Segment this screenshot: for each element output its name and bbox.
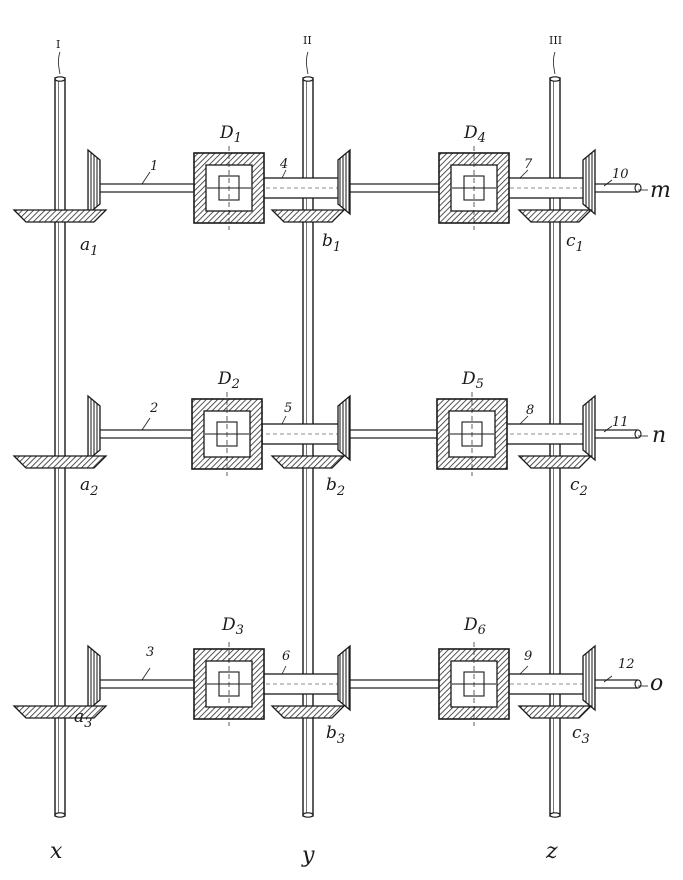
bevel-a-horizontal	[12, 209, 108, 223]
num-1: 1	[150, 159, 158, 174]
gear-rows	[12, 146, 648, 726]
shaft-bottom-end	[54, 812, 66, 818]
num-5: 5	[284, 401, 292, 416]
differential-left	[193, 642, 265, 726]
shaft-label-iii: III	[549, 34, 562, 47]
num-4: 4	[279, 157, 288, 172]
label-leader	[306, 51, 309, 75]
bevel-b-horizontal	[270, 209, 346, 223]
shaft-label-x: x	[50, 839, 63, 864]
leader-3	[519, 665, 529, 675]
gear-c1: c1	[566, 231, 584, 255]
shaft-bottom-end	[549, 812, 561, 818]
num-7: 7	[524, 157, 533, 172]
gear-c2: c2	[570, 475, 588, 499]
shaft-body	[54, 77, 66, 817]
bevel-c-horizontal	[517, 209, 593, 223]
shaft-top-end	[54, 76, 66, 82]
diff-d5: D5	[461, 369, 484, 392]
shaft-right-end	[634, 679, 642, 689]
leader-1	[141, 417, 151, 431]
leader-2	[281, 169, 287, 179]
end-o: o	[650, 671, 663, 696]
bevel-b-horizontal	[270, 455, 346, 469]
leader-1	[141, 171, 151, 185]
bevel-b-vertical	[337, 644, 351, 712]
bevel-a-vertical	[87, 644, 101, 712]
leader-2	[281, 415, 287, 425]
shaft-bottom-end	[302, 812, 314, 818]
leader-1	[141, 667, 151, 681]
differential-left	[193, 146, 265, 230]
bevel-b-vertical	[337, 394, 351, 462]
leader-4	[603, 425, 613, 433]
end-n: n	[652, 423, 666, 448]
differential-right	[436, 392, 508, 476]
shaft-right-end	[634, 183, 642, 193]
differential-right	[438, 642, 510, 726]
labels: I II III x y z D1 D4 a1 b1 c1 1 4 7 10 m…	[50, 34, 671, 868]
bevel-c-vertical	[582, 644, 596, 712]
shaft-label-ii: II	[303, 34, 312, 47]
differential-right	[438, 146, 510, 230]
diff-d4: D4	[463, 123, 486, 146]
gear-row-1	[12, 146, 648, 230]
leader-4	[603, 675, 613, 683]
shaft-label-i: I	[56, 38, 60, 51]
gear-b3: b3	[326, 723, 345, 747]
diff-d3: D3	[221, 615, 244, 638]
gear-b2: b2	[326, 475, 345, 499]
bevel-c-vertical	[582, 394, 596, 462]
gear-row-2	[12, 392, 648, 476]
num-9: 9	[524, 649, 532, 664]
gear-a1: a1	[80, 235, 98, 259]
num-2: 2	[149, 401, 158, 416]
end-m: m	[650, 178, 671, 203]
bevel-c-vertical	[582, 148, 596, 216]
bevel-a-vertical	[87, 148, 101, 216]
differential-left	[191, 392, 263, 476]
num-8: 8	[526, 403, 534, 418]
num-10: 10	[612, 167, 629, 182]
leader-4	[603, 179, 613, 187]
gear-a2: a2	[80, 475, 98, 499]
shaft-top-end	[549, 76, 561, 82]
num-6: 6	[282, 649, 290, 664]
bevel-b-vertical	[337, 148, 351, 216]
bevel-a-vertical	[87, 394, 101, 462]
gear-c3: c3	[572, 723, 590, 747]
num-12: 12	[618, 657, 635, 672]
num-3: 3	[146, 645, 154, 660]
bevel-c-horizontal	[517, 455, 593, 469]
shaft-label-z: z	[545, 839, 558, 864]
gear-row-3	[12, 642, 648, 726]
bevel-a-horizontal	[12, 705, 108, 719]
leader-3	[519, 415, 529, 425]
shaft-top-end	[302, 76, 314, 82]
gear-b1: b1	[322, 231, 341, 255]
vertical-shaft-i	[54, 51, 66, 818]
shaft-label-y: y	[301, 843, 315, 868]
bevel-b-horizontal	[270, 705, 346, 719]
diff-d1: D1	[219, 123, 242, 146]
bevel-a-horizontal	[12, 455, 108, 469]
diff-d6: D6	[463, 615, 486, 638]
label-leader	[553, 51, 556, 75]
shaft-right-end	[634, 429, 642, 439]
leader-3	[519, 169, 529, 179]
bevel-c-horizontal	[517, 705, 593, 719]
diff-d2: D2	[217, 369, 240, 392]
gear-a3: a3	[74, 707, 92, 731]
label-leader	[58, 51, 61, 75]
leader-2	[281, 665, 287, 675]
num-11: 11	[612, 415, 629, 430]
